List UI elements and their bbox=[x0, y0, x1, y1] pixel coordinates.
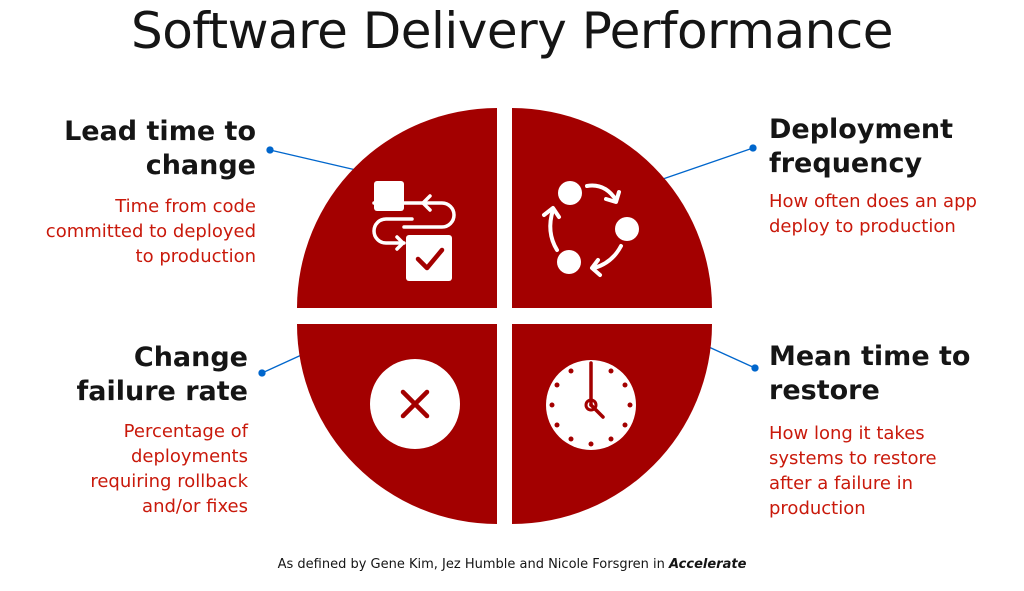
quadrant-deployment bbox=[512, 108, 712, 308]
close-x-icon bbox=[370, 359, 460, 449]
lead-time-desc-line: to production bbox=[135, 246, 256, 267]
connector-lead bbox=[269, 149, 357, 171]
mttr-desc-line: production bbox=[769, 498, 866, 519]
clock-icon bbox=[546, 360, 636, 450]
mttr-desc-line: How long it takes bbox=[769, 423, 925, 444]
deployment-frequency-description: How often does an app deploy to producti… bbox=[769, 189, 1019, 239]
change-failure-desc-line: deployments bbox=[130, 446, 248, 467]
footer-citation: As defined by Gene Kim, Jez Humble and N… bbox=[0, 557, 1024, 572]
change-failure-title-line: failure rate bbox=[76, 376, 248, 407]
workflow-checklist-icon bbox=[372, 181, 456, 281]
mttr-title: Mean time to restore bbox=[769, 340, 1009, 408]
change-failure-title: Change failure rate bbox=[8, 341, 248, 409]
change-failure-title-line: Change bbox=[133, 342, 248, 373]
deployment-frequency-title: Deployment frequency bbox=[769, 113, 1009, 181]
deployment-desc-line: How often does an app bbox=[769, 191, 977, 212]
lead-time-desc-line: committed to deployed bbox=[45, 221, 256, 242]
lead-time-title-line: change bbox=[145, 150, 256, 181]
quadrants bbox=[297, 108, 712, 524]
connectors bbox=[258, 144, 759, 377]
mttr-desc-line: after a failure in bbox=[769, 473, 914, 494]
footer-book: Accelerate bbox=[669, 557, 747, 572]
change-failure-desc-line: requiring rollback bbox=[90, 471, 248, 492]
connector-deploy bbox=[659, 147, 754, 181]
deployment-title-line: frequency bbox=[769, 148, 923, 179]
lead-time-title-line: Lead time to bbox=[64, 116, 256, 147]
deployment-title-line: Deployment bbox=[769, 114, 954, 145]
footer-prefix: As defined by Gene Kim, Jez Humble and N… bbox=[277, 557, 670, 572]
page-title: Software Delivery Performance bbox=[130, 2, 894, 60]
lead-time-title: Lead time to change bbox=[16, 115, 256, 183]
cycle-arrows-icon bbox=[542, 181, 639, 277]
change-failure-desc-line: Percentage of bbox=[123, 421, 248, 442]
mttr-description: How long it takes systems to restore aft… bbox=[769, 421, 1019, 521]
lead-time-desc-line: Time from code bbox=[115, 196, 256, 217]
mttr-desc-line: systems to restore bbox=[769, 448, 937, 469]
mttr-title-line: Mean time to bbox=[769, 341, 971, 372]
change-failure-desc-line: and/or fixes bbox=[142, 496, 248, 517]
mttr-title-line: restore bbox=[769, 375, 880, 406]
deployment-desc-line: deploy to production bbox=[769, 216, 956, 237]
lead-time-description: Time from code committed to deployed to … bbox=[6, 194, 256, 269]
change-failure-description: Percentage of deployments requiring roll… bbox=[0, 419, 248, 519]
